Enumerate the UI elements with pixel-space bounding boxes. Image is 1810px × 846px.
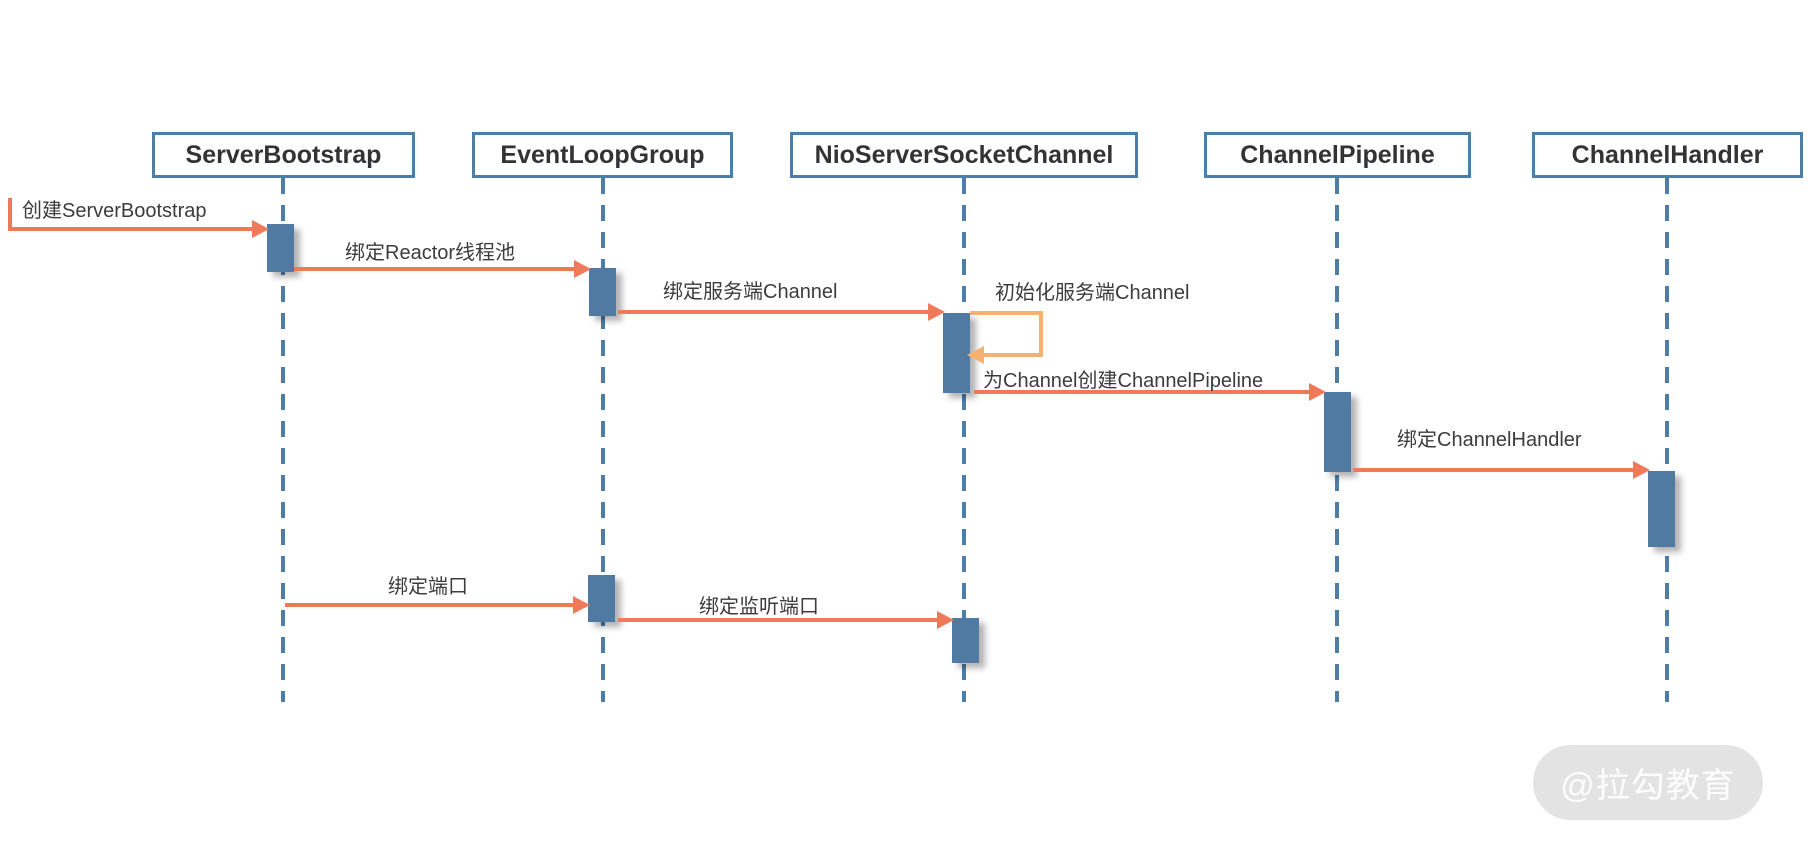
lifeline-serverbootstrap (281, 178, 285, 702)
message-label-create-channelpipeline: 为Channel创建ChannelPipeline (983, 370, 1264, 392)
activation-nioserversocketchannel-2 (952, 618, 979, 663)
lifeline-eventloopgroup (601, 178, 605, 702)
message-label-bind-server-channel: 绑定服务端Channel (663, 281, 838, 303)
message-arrow-create-channelpipeline (974, 390, 1309, 394)
message-label-bind-port: 绑定端口 (388, 576, 468, 598)
activation-eventloopgroup-1 (589, 268, 616, 316)
participant-nioserversocketchannel: NioServerSocketChannel (790, 132, 1138, 178)
self-message-loop-init-server-channel (967, 311, 1043, 364)
watermark-badge: @拉勾教育 (1533, 745, 1763, 820)
activation-serverbootstrap (267, 224, 294, 272)
message-label-bind-channelhandler: 绑定ChannelHandler (1397, 429, 1582, 451)
message-arrow-bind-server-channel (618, 310, 928, 314)
lifeline-channelhandler (1665, 178, 1669, 702)
activation-channelhandler (1648, 471, 1675, 547)
message-arrow-bind-listen-port (618, 618, 937, 622)
participant-eventloopgroup: EventLoopGroup (472, 132, 733, 178)
message-arrow-create-serverbootstrap (8, 227, 252, 231)
message-label-init-server-channel: 初始化服务端Channel (995, 282, 1190, 304)
message-label-create-serverbootstrap: 创建ServerBootstrap (22, 200, 207, 222)
participant-serverbootstrap: ServerBootstrap (152, 132, 415, 178)
activation-nioserversocketchannel-1 (943, 313, 970, 393)
message-label-bind-reactor-pool: 绑定Reactor线程池 (345, 242, 516, 264)
found-message-origin-tick (8, 198, 12, 231)
participant-channelhandler: ChannelHandler (1532, 132, 1803, 178)
message-arrow-bind-channelhandler (1353, 468, 1633, 472)
activation-channelpipeline (1324, 392, 1351, 472)
activation-eventloopgroup-2 (588, 575, 615, 622)
message-arrow-bind-port (285, 603, 573, 607)
lifeline-nioserversocketchannel (962, 178, 966, 702)
message-label-bind-listen-port: 绑定监听端口 (699, 596, 819, 618)
participant-channelpipeline: ChannelPipeline (1204, 132, 1471, 178)
message-arrow-bind-reactor-pool (294, 267, 574, 271)
